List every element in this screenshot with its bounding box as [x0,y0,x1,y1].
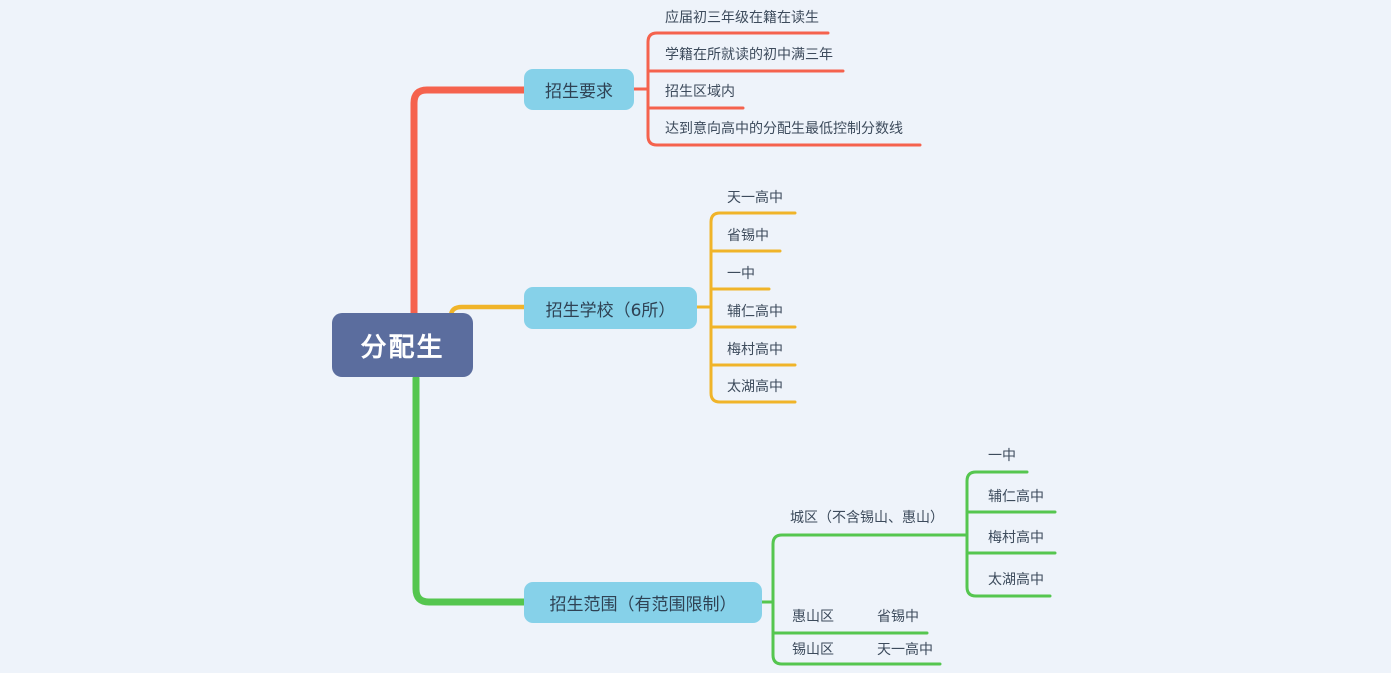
leaf-line [771,600,942,666]
mindmap-leaf[interactable]: 招生区域内 [665,84,735,100]
mindmap-leaf[interactable]: 天一高中 [727,190,783,206]
mindmap-leaf[interactable]: 辅仁高中 [727,304,783,320]
branch-node-schools[interactable]: 招生学校（6所） [524,287,697,329]
branch-scope-edges [412,374,1057,666]
mindmap-leaf[interactable]: 一中 [727,266,755,282]
mindmap-subnode[interactable]: 城区（不含锡山、惠山） [790,510,944,526]
mindmap-leaf[interactable]: 省锡中 [727,228,769,244]
mindmap-leaf[interactable]: 达到意向高中的分配生最低控制分数线 [665,121,903,137]
mindmap-leaf[interactable]: 太湖高中 [727,379,783,395]
leaf-line [965,470,1029,537]
leaf-line [771,533,969,604]
leaf-line [646,31,830,91]
branch-requirements-edges [410,31,922,320]
leaf-line [965,533,1052,598]
mindmap-leaf[interactable]: 应届初三年级在籍在读生 [665,10,819,26]
branch-node-requirements[interactable]: 招生要求 [524,69,634,110]
mindmap-leaf[interactable]: 一中 [988,448,1016,464]
branch-line [410,86,528,320]
root-node[interactable]: 分配生 [332,313,473,377]
leaf-line [709,211,797,309]
mindmap-leaf[interactable]: 辅仁高中 [988,489,1044,505]
branch-node-scope[interactable]: 招生范围（有范围限制） [524,582,762,623]
mindmap-subnode[interactable]: 惠山区 [792,609,834,625]
leaf-line [646,87,922,147]
mindmap-leaf[interactable]: 学籍在所就读的初中满三年 [665,47,833,63]
branch-line [412,374,528,606]
leaf-line [709,305,797,404]
mindmap-subnode[interactable]: 锡山区 [792,642,834,658]
mindmap-leaf[interactable]: 梅村高中 [727,342,783,358]
mindmap-leaf[interactable]: 太湖高中 [988,572,1044,588]
mindmap-leaf[interactable]: 梅村高中 [988,530,1044,546]
mindmap-leaf[interactable]: 天一高中 [877,642,933,658]
mindmap-leaf[interactable]: 省锡中 [877,609,919,625]
